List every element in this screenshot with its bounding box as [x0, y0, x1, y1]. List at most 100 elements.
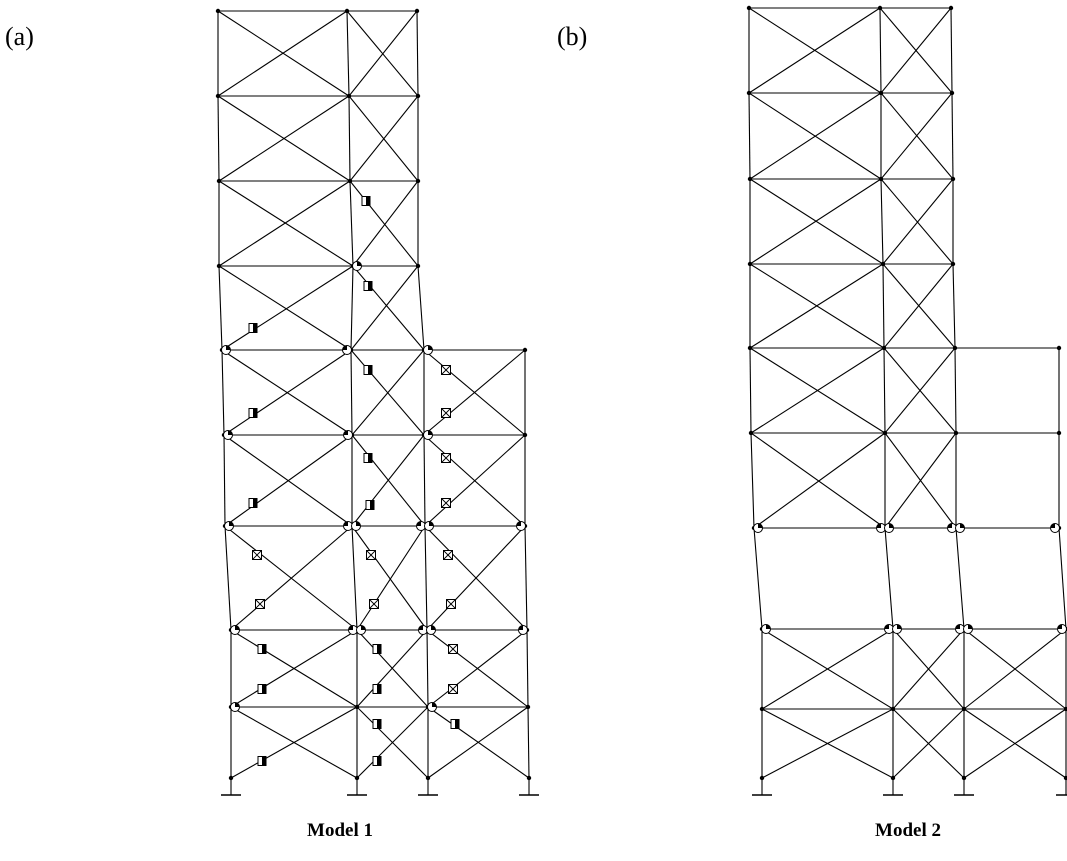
yield-brace-fill [262, 644, 266, 654]
brace [224, 434, 353, 527]
brace [349, 95, 419, 182]
plastic-hinge-fill [516, 521, 521, 526]
brace [882, 178, 954, 265]
node-dot [415, 93, 421, 99]
plastic-hinge-fill [342, 345, 347, 350]
plastic-hinge-fill [357, 261, 362, 266]
column [883, 347, 886, 434]
plastic-hinge-fill [343, 521, 348, 526]
model-1-title: Model 1 [307, 820, 373, 841]
node-dot [881, 345, 887, 351]
brace [352, 180, 419, 267]
column [753, 527, 763, 630]
node-dot [878, 176, 884, 182]
plastic-hinge-fill [1057, 624, 1062, 629]
yield-brace-fill [262, 756, 266, 766]
node-dot [415, 263, 421, 269]
node-dot [952, 345, 958, 351]
plastic-hinge-fill [884, 624, 889, 629]
plastic-hinge-fill [361, 625, 366, 630]
yield-brace-fill [368, 281, 372, 291]
yield-brace-fill [377, 644, 381, 654]
yield-brace-fill [368, 453, 372, 463]
brace [748, 7, 881, 94]
plastic-hinge-fill [758, 523, 763, 528]
buckled-brace-cross [446, 599, 456, 609]
column [426, 629, 429, 708]
plastic-hinge-fill [235, 702, 240, 707]
brace [351, 349, 425, 436]
plastic-hinge-fill [518, 625, 523, 630]
panel-b-label: (b) [557, 22, 587, 51]
column [952, 263, 956, 349]
brace [883, 263, 954, 349]
model-2-frame [746, 5, 1067, 796]
yield-brace-fill [455, 719, 459, 729]
brace [884, 432, 957, 529]
node-dot [415, 178, 421, 184]
plastic-hinge-fill [428, 345, 433, 350]
node-dot [878, 90, 884, 96]
column [749, 347, 752, 434]
column [346, 10, 350, 97]
brace [218, 180, 354, 267]
node-dot [414, 8, 420, 14]
brace [963, 628, 1067, 710]
brace [218, 265, 352, 351]
yield-brace-fill [366, 196, 370, 206]
brace [761, 708, 894, 779]
plastic-hinge-fill [889, 523, 894, 528]
brace [892, 628, 965, 710]
brace [963, 708, 1067, 779]
column [951, 92, 954, 180]
brace [230, 706, 358, 779]
buckled-brace-cross [448, 684, 458, 694]
brace [753, 432, 886, 529]
brace [352, 265, 425, 351]
column [417, 265, 425, 351]
plastic-hinge-fill [348, 625, 353, 630]
yield-brace-fill [370, 500, 374, 510]
column [221, 349, 225, 436]
brace [348, 10, 418, 97]
model-1-frame [215, 8, 539, 796]
node-dot [1056, 345, 1062, 351]
node-dot [953, 430, 959, 436]
brace [217, 10, 350, 97]
node-dot [747, 261, 753, 267]
brace [230, 525, 353, 631]
node-dot [215, 93, 221, 99]
brace [749, 178, 882, 265]
plastic-hinge-fill [343, 430, 348, 435]
brace [892, 708, 965, 779]
column [954, 347, 957, 434]
brace [424, 434, 526, 527]
plastic-hinge-fill [432, 702, 437, 707]
buckled-brace-cross [441, 365, 451, 375]
brace [427, 706, 529, 779]
plastic-hinge-fill [418, 625, 423, 630]
node-dot [746, 90, 752, 96]
brace [749, 92, 882, 180]
node-dot [746, 5, 752, 11]
node-dot [948, 5, 954, 11]
node-dot [882, 430, 888, 436]
column [748, 92, 751, 180]
column [750, 432, 755, 529]
node-dot [747, 345, 753, 351]
node-dot [344, 8, 350, 14]
brace [218, 95, 350, 182]
brace [749, 263, 884, 349]
buckled-brace-cross [443, 550, 453, 560]
plastic-hinge-fill [429, 521, 434, 526]
node-dot [877, 5, 883, 11]
brace [880, 7, 952, 94]
column [423, 434, 426, 527]
yield-brace-fill [377, 684, 381, 694]
brace [356, 706, 429, 779]
column [349, 180, 354, 267]
column [416, 10, 419, 97]
column [350, 349, 353, 436]
node-dot [522, 347, 528, 353]
